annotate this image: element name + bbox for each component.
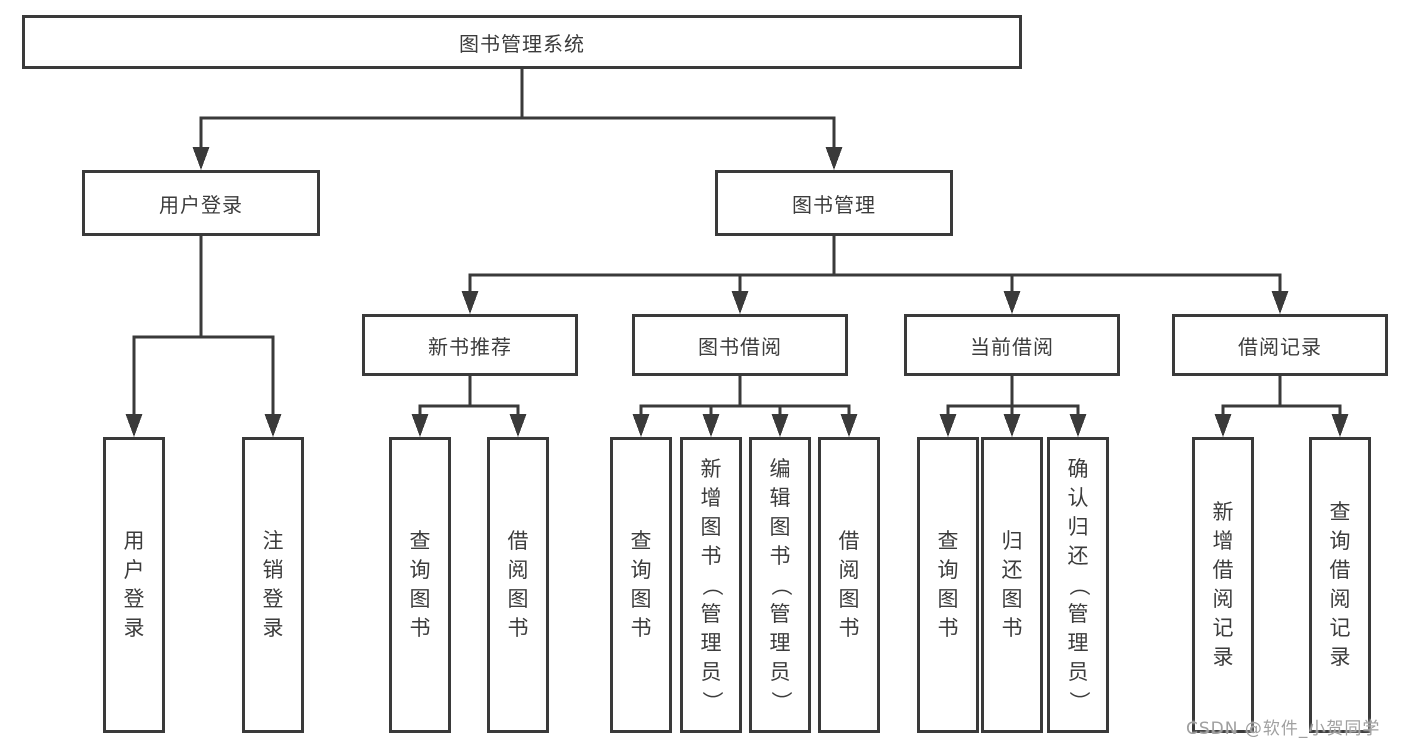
leaf-query-books-current-label: 查询图书 [937,529,959,640]
leaf-borrow-books: 借阅图书 [818,437,880,733]
leaf-user-login: 用户登录 [103,437,165,733]
leaf-add-borrow-record-label: 新增借阅记录 [1212,500,1234,669]
leaf-borrow-books-label: 借阅图书 [838,529,860,640]
leaf-query-borrow-record-label: 查询借阅记录 [1329,500,1351,669]
leaf-query-books-current: 查询图书 [917,437,979,733]
node-book-management-label: 图书管理 [792,192,876,217]
leaf-borrow-books-recommend-label: 借阅图书 [507,529,529,640]
leaf-confirm-return-admin: 确认归还（管理员） [1047,437,1109,733]
leaf-query-borrow-record: 查询借阅记录 [1309,437,1371,733]
leaf-edit-book-admin-label: 编辑图书（管理员） [768,456,793,712]
leaf-query-books-recommend-label: 查询图书 [409,529,431,640]
leaf-borrow-books-recommend: 借阅图书 [487,437,549,733]
leaf-add-book-admin-label: 新增图书（管理员） [699,456,724,712]
node-new-book-recommend: 新书推荐 [362,314,578,376]
leaf-return-book: 归还图书 [981,437,1043,733]
node-root: 图书管理系统 [22,15,1022,69]
leaf-logout-label: 注销登录 [262,529,284,640]
leaf-add-borrow-record: 新增借阅记录 [1192,437,1254,733]
leaf-confirm-return-admin-label: 确认归还（管理员） [1066,456,1091,712]
leaf-return-book-label: 归还图书 [1001,529,1023,640]
node-root-label: 图书管理系统 [459,31,585,56]
node-book-borrow-label: 图书借阅 [698,334,782,359]
leaf-logout: 注销登录 [242,437,304,733]
node-borrow-records: 借阅记录 [1172,314,1388,376]
node-current-borrow-label: 当前借阅 [970,334,1054,359]
csdn-watermark: CSDN @软件_小贺同学 [1186,719,1381,739]
node-user-login-label: 用户登录 [159,192,243,217]
leaf-query-books-borrow-label: 查询图书 [630,529,652,640]
node-borrow-records-label: 借阅记录 [1238,334,1322,359]
leaf-query-books-recommend: 查询图书 [389,437,451,733]
node-new-book-recommend-label: 新书推荐 [428,334,512,359]
leaf-edit-book-admin: 编辑图书（管理员） [749,437,811,733]
leaf-user-login-label: 用户登录 [123,529,145,640]
node-current-borrow: 当前借阅 [904,314,1120,376]
node-book-borrow: 图书借阅 [632,314,848,376]
leaf-query-books-borrow: 查询图书 [610,437,672,733]
leaf-add-book-admin: 新增图书（管理员） [680,437,742,733]
node-book-management: 图书管理 [715,170,953,236]
node-user-login: 用户登录 [82,170,320,236]
